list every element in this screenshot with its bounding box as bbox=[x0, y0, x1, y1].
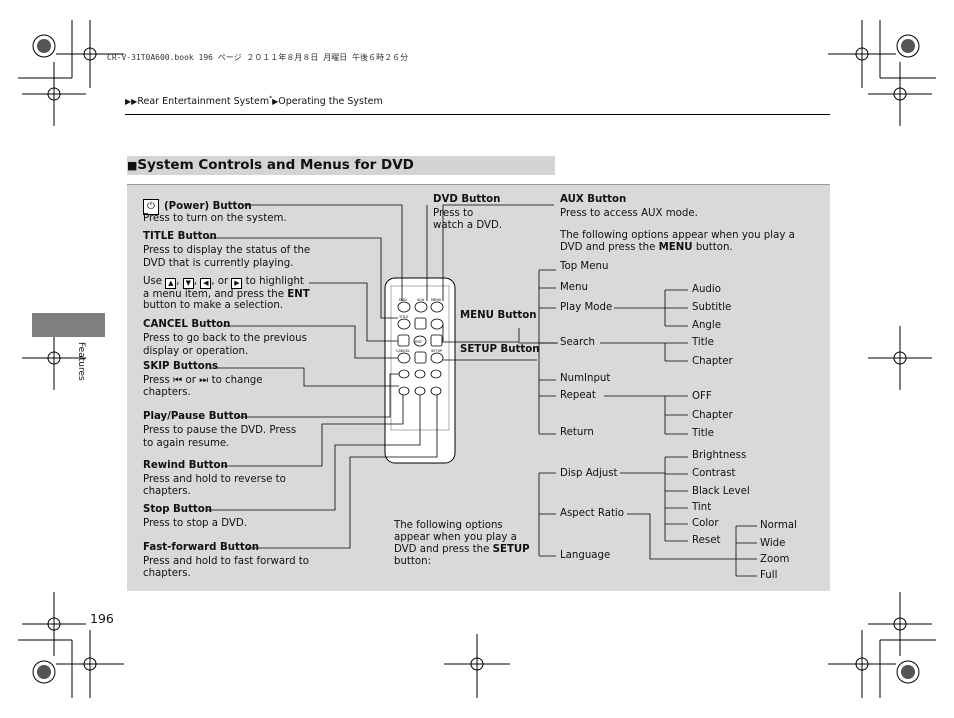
power-icon: ⏻ bbox=[143, 199, 159, 215]
up-arrow-icon: ▲ bbox=[165, 278, 177, 289]
dvd-button-title: DVD Button bbox=[433, 194, 501, 205]
skip-buttons-title: SKIP Buttons bbox=[143, 361, 219, 372]
setup-item-language[interactable]: Language bbox=[560, 550, 611, 561]
aspect-normal[interactable]: Normal bbox=[760, 520, 797, 531]
title-button-title: TITLE Button bbox=[143, 231, 217, 242]
ff-desc-1: Press and hold to fast forward to bbox=[143, 556, 310, 567]
disp-tint[interactable]: Tint bbox=[692, 502, 712, 513]
search-title[interactable]: Title bbox=[692, 337, 714, 348]
menu-item-search[interactable]: Search bbox=[560, 337, 595, 348]
menu-options-note-2: DVD and press the MENU button. bbox=[560, 242, 733, 253]
menu-item-top-menu[interactable]: Top Menu bbox=[560, 261, 609, 272]
play-pause-title: Play/Pause Button bbox=[143, 411, 248, 422]
title-button-desc-2: DVD that is currently playing. bbox=[143, 258, 294, 269]
title-button-desc-1: Press to display the status of the bbox=[143, 245, 311, 256]
setup-options-note-1: The following options bbox=[394, 520, 503, 531]
power-button-title: ⏻(Power) Button bbox=[143, 199, 252, 215]
setup-options-note-4: button: bbox=[394, 556, 432, 567]
disp-brightness[interactable]: Brightness bbox=[692, 450, 747, 461]
setup-item-disp-adjust[interactable]: Disp Adjust bbox=[560, 468, 618, 479]
breadcrumb-footnote-mark: * bbox=[269, 95, 273, 102]
rewind-title: Rewind Button bbox=[143, 460, 228, 471]
remote-label-menu: MENU bbox=[431, 298, 442, 302]
skip-back-icon: ⏮ bbox=[173, 375, 183, 386]
remote-label-dvd: DVD bbox=[399, 298, 407, 302]
rewind-desc-2: chapters. bbox=[143, 486, 191, 497]
section-title: ■System Controls and Menus for DVD bbox=[127, 157, 414, 173]
stop-title: Stop Button bbox=[143, 504, 213, 515]
left-arrow-icon: ◀ bbox=[200, 278, 212, 289]
disp-reset[interactable]: Reset bbox=[692, 535, 721, 546]
play-mode-angle[interactable]: Angle bbox=[692, 320, 721, 331]
remote-label-title: TITLE bbox=[398, 315, 408, 319]
cancel-button-desc-1: Press to go back to the previous bbox=[143, 333, 307, 344]
search-chapter[interactable]: Chapter bbox=[692, 356, 733, 367]
rewind-desc-1: Press and hold to reverse to bbox=[143, 474, 286, 485]
down-arrow-icon: ▼ bbox=[182, 278, 194, 289]
ent-desc: a menu item, and press the ENT bbox=[143, 289, 310, 300]
arrow-keys-desc: Use ▲, ▼, ◀, or ▶ to highlight bbox=[143, 276, 304, 289]
page-number: 196 bbox=[90, 611, 114, 626]
print-info: CR-V-31T0A600.book 196 ページ ２０１１年８月８日 月曜日… bbox=[107, 53, 409, 62]
menu-item-play-mode[interactable]: Play Mode bbox=[560, 302, 613, 313]
disp-contrast[interactable]: Contrast bbox=[692, 468, 736, 479]
skip-buttons-desc-2: chapters. bbox=[143, 387, 191, 398]
breadcrumb-item-2[interactable]: Operating the System bbox=[278, 96, 383, 108]
disp-color[interactable]: Color bbox=[692, 518, 719, 529]
remote-label-setup: SETUP bbox=[431, 349, 442, 353]
stop-desc: Press to stop a DVD. bbox=[143, 518, 247, 529]
ent-desc-2: button to make a selection. bbox=[143, 300, 284, 311]
side-tab bbox=[32, 313, 105, 337]
setup-options-note-2: appear when you play a bbox=[394, 532, 517, 543]
remote-label-cancel: CANCEL bbox=[396, 349, 410, 353]
dvd-button-desc-1: Press to bbox=[433, 208, 474, 219]
ff-desc-2: chapters. bbox=[143, 568, 191, 579]
play-pause-desc-2: to again resume. bbox=[143, 438, 230, 449]
aspect-wide[interactable]: Wide bbox=[760, 538, 786, 549]
power-button-desc: Press to turn on the system. bbox=[143, 213, 287, 224]
right-arrow-icon: ▶ bbox=[231, 278, 243, 289]
setup-options-note-3: DVD and press the SETUP bbox=[394, 544, 530, 555]
skip-forward-icon: ⏭ bbox=[199, 375, 209, 386]
breadcrumb-item-1[interactable]: Rear Entertainment System bbox=[137, 96, 270, 108]
play-pause-desc-1: Press to pause the DVD. Press bbox=[143, 425, 297, 436]
setup-button-title: SETUP Button bbox=[460, 344, 540, 355]
section-title-bar bbox=[127, 156, 555, 175]
content-panel bbox=[127, 184, 830, 591]
header-rule bbox=[125, 114, 830, 115]
repeat-off[interactable]: OFF bbox=[692, 391, 712, 402]
remote-label-ent: ENT bbox=[415, 340, 423, 344]
disp-black-level[interactable]: Black Level bbox=[692, 486, 750, 497]
menu-button-title: MENU Button bbox=[460, 310, 537, 321]
play-mode-audio[interactable]: Audio bbox=[692, 284, 721, 295]
menu-item-numinput[interactable]: NumInput bbox=[560, 373, 611, 384]
setup-item-aspect-ratio[interactable]: Aspect Ratio bbox=[560, 508, 624, 519]
cancel-button-title: CANCEL Button bbox=[143, 319, 231, 330]
skip-buttons-desc: Press ⏮ or ⏭ to change bbox=[143, 375, 263, 386]
aspect-zoom[interactable]: Zoom bbox=[760, 554, 790, 565]
remote-label-aux: AUX bbox=[417, 298, 425, 302]
play-mode-subtitle[interactable]: Subtitle bbox=[692, 302, 732, 313]
aspect-full[interactable]: Full bbox=[760, 570, 778, 581]
dvd-button-desc-2: watch a DVD. bbox=[433, 220, 503, 231]
menu-item-return[interactable]: Return bbox=[560, 427, 594, 438]
ff-title: Fast-forward Button bbox=[143, 542, 260, 553]
menu-item-menu[interactable]: Menu bbox=[560, 282, 588, 293]
cancel-button-desc-2: display or operation. bbox=[143, 346, 249, 357]
menu-options-note-1: The following options appear when you pl… bbox=[560, 230, 795, 241]
menu-item-repeat[interactable]: Repeat bbox=[560, 390, 596, 401]
repeat-chapter[interactable]: Chapter bbox=[692, 410, 733, 421]
aux-button-desc: Press to access AUX mode. bbox=[560, 208, 698, 219]
repeat-title[interactable]: Title bbox=[692, 428, 714, 439]
aux-button-title: AUX Button bbox=[560, 194, 627, 205]
breadcrumb: ▶▶Rear Entertainment System*▶Operating t… bbox=[125, 95, 383, 108]
